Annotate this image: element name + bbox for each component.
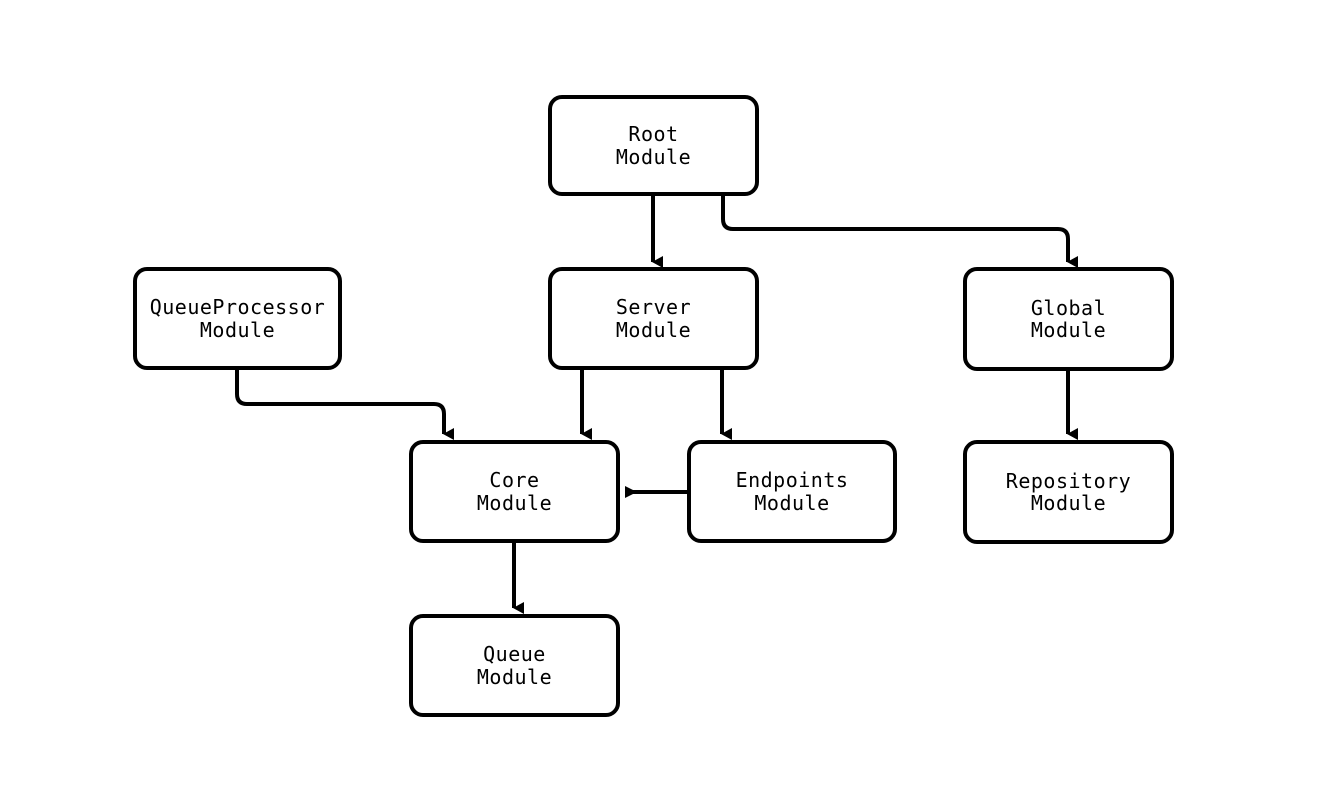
node-label-queue: Queue Module: [476, 642, 553, 689]
node-label-endpoints: Endpoints Module: [735, 468, 849, 515]
node-label-root: Root Module: [615, 122, 692, 169]
node-label-core: Core Module: [476, 468, 553, 515]
node-label-server: Server Module: [615, 295, 692, 342]
node-queue[interactable]: Queue Module: [409, 614, 620, 717]
node-label-global: Global Module: [1030, 295, 1107, 342]
node-endpoints[interactable]: Endpoints Module: [687, 440, 897, 543]
node-queueprocessor[interactable]: QueueProcessor Module: [133, 267, 342, 370]
node-repository[interactable]: Repository Module: [963, 440, 1174, 544]
node-global[interactable]: Global Module: [963, 267, 1174, 371]
edge-queueprocessor-core: [235, 370, 454, 440]
node-label-repository: Repository Module: [1005, 468, 1132, 515]
node-label-queueprocessor: QueueProcessor Module: [149, 295, 326, 342]
node-server[interactable]: Server Module: [548, 267, 759, 370]
node-core[interactable]: Core Module: [409, 440, 620, 543]
edge-root-global: [721, 196, 1078, 268]
node-root[interactable]: Root Module: [548, 95, 759, 196]
